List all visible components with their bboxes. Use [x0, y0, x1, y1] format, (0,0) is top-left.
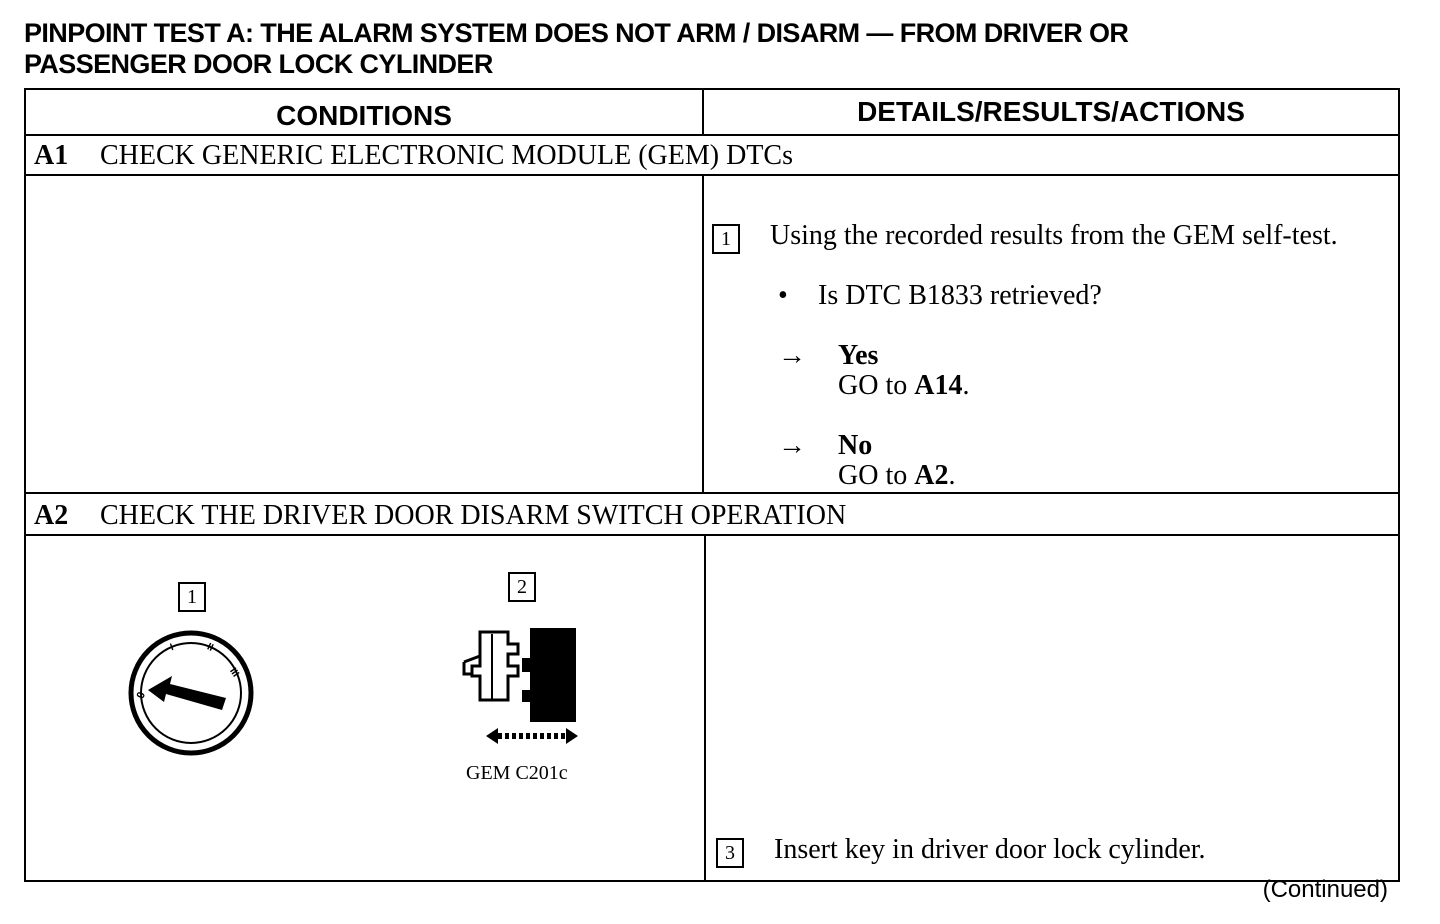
result-action-no: GO to A2. — [838, 460, 956, 491]
condition-number-box: 1 — [178, 582, 206, 612]
result-answer-no: No — [838, 430, 873, 461]
connector-icon — [462, 628, 578, 744]
bullet-icon: • — [778, 280, 788, 311]
section-id: A2 — [34, 500, 69, 531]
step-question: Is DTC B1833 retrieved? — [818, 280, 1102, 311]
svg-text:I: I — [169, 642, 176, 653]
step-number-box: 3 — [716, 838, 744, 868]
step-instruction: Using the recorded results from the GEM … — [770, 220, 1338, 251]
section-title: CHECK THE DRIVER DOOR DISARM SWITCH OPER… — [100, 500, 847, 531]
section-row-a2: A2 CHECK THE DRIVER DOOR DISARM SWITCH O… — [26, 494, 1398, 536]
column-divider-a2 — [704, 536, 706, 880]
step-number-box: 1 — [712, 224, 740, 254]
result-action-yes: GO to A14. — [838, 370, 970, 401]
column-divider-a1 — [702, 176, 704, 494]
column-divider-top — [702, 90, 704, 136]
arrow-right-icon: → — [778, 430, 806, 461]
section-content-a1: 1 Using the recorded results from the GE… — [26, 176, 1398, 494]
pinpoint-test-table: CONDITIONS DETAILS/RESULTS/ACTIONS A1 CH… — [24, 88, 1400, 882]
header-details: DETAILS/RESULTS/ACTIONS — [857, 96, 1245, 127]
svg-text:II: II — [205, 642, 215, 654]
header-conditions: CONDITIONS — [276, 100, 452, 131]
continued-label: (Continued) — [1262, 876, 1388, 903]
result-answer-yes: Yes — [838, 340, 879, 371]
page-title-line-1: PINPOINT TEST A: THE ALARM SYSTEM DOES N… — [24, 18, 1129, 48]
table-header-row: CONDITIONS DETAILS/RESULTS/ACTIONS — [26, 90, 1398, 136]
step-instruction: Insert key in driver door lock cylinder. — [774, 834, 1206, 865]
page-title-line-2: PASSENGER DOOR LOCK CYLINDER — [24, 49, 493, 79]
section-title: CHECK GENERIC ELECTRONIC MODULE (GEM) DT… — [100, 140, 793, 171]
connector-caption: GEM C201c — [466, 762, 568, 784]
section-id: A1 — [34, 140, 69, 171]
condition-number-box: 2 — [508, 572, 536, 602]
svg-text:0: 0 — [135, 690, 148, 700]
arrow-right-icon: → — [778, 340, 806, 371]
section-content-a2: 1 0 I II III 2 GEM C201c 3 Insert key — [26, 536, 1398, 880]
ignition-key-cylinder-icon: 0 I II III — [128, 630, 254, 756]
page-title: PINPOINT TEST A: THE ALARM SYSTEM DOES N… — [24, 18, 1404, 80]
section-row-a1: A1 CHECK GENERIC ELECTRONIC MODULE (GEM)… — [26, 136, 1398, 176]
